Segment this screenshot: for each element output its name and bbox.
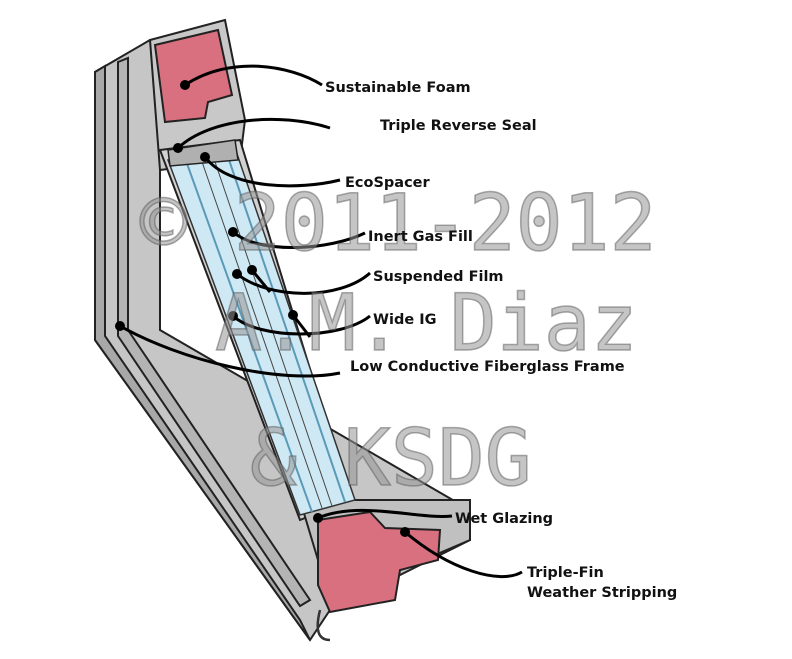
label-weather-stripping: Weather Stripping [527,585,677,601]
label-triple-fin: Triple-Fin [527,565,604,581]
label-ecospacer: EcoSpacer [345,175,430,191]
watermark-line-3: & KSDG [250,414,532,504]
watermark-line-2: A.M. Diaz [215,279,638,369]
label-sustainable-foam: Sustainable Foam [325,80,471,96]
watermark-line-1: © 2011-2012 [140,179,657,269]
label-fiberglass-frame: Low Conductive Fiberglass Frame [350,359,625,375]
label-inert-gas-fill: Inert Gas Fill [368,229,473,245]
label-suspended-film: Suspended Film [373,269,504,285]
weather-strip-fin [316,609,331,642]
label-wet-glazing: Wet Glazing [455,511,553,527]
leader-dots [115,80,410,537]
label-wide-ig: Wide IG [373,312,437,328]
label-triple-reverse-seal: Triple Reverse Seal [380,118,537,134]
